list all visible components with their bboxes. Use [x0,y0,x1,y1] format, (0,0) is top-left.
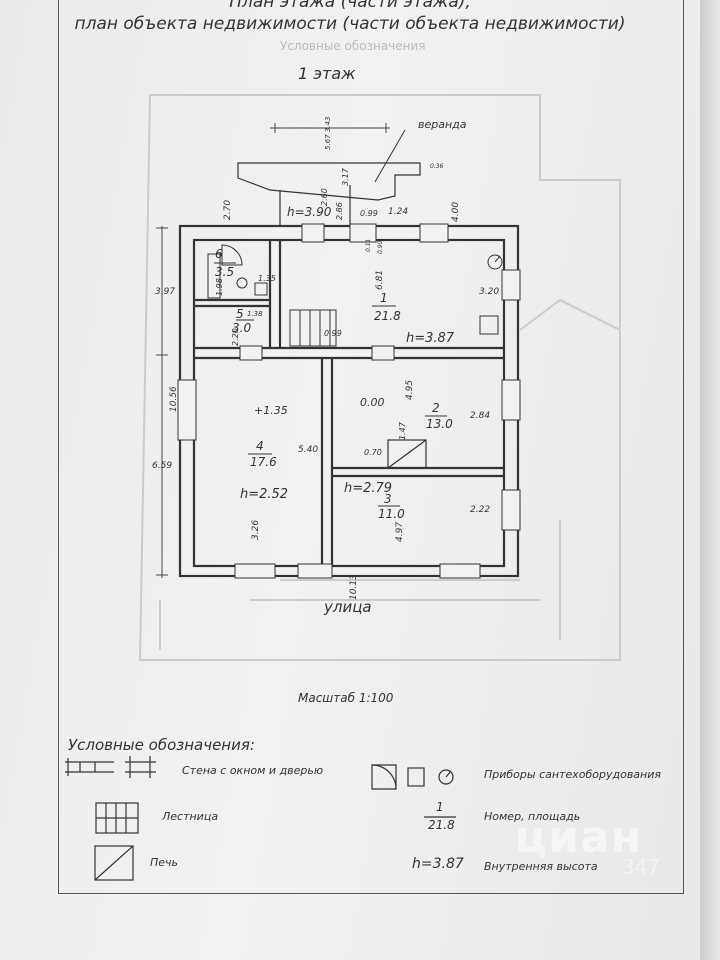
room-4-height: h=2.52 [240,487,288,502]
dim-1056: 10.56 [169,386,179,412]
legend-sample-number: 1 [436,800,444,814]
room-3-area: 11.0 [378,507,405,521]
room-3-number: 3 [384,492,392,506]
legend-title: Условные обозначения: [68,736,255,754]
scale-label: Масштаб 1:100 [298,691,394,705]
dim-124: 1.24 [388,207,408,217]
veranda-height: h=3.90 [287,205,332,219]
level-room2: 0.00 [360,396,385,409]
title-line-2: план объекта недвижимости (части объекта… [74,14,626,34]
dim-011: 0.11 [365,239,372,252]
dim-400: 4.00 [451,202,461,222]
dim-220: 2.20 [231,328,240,346]
dim-659: 6.59 [152,461,172,471]
legend-stairs: Лестница [162,810,219,823]
dim-1013: 10.13 [349,574,359,600]
dim-036: 0.36 [430,163,444,170]
watermark-code: 347 [621,855,660,879]
dim-270: 2.70 [223,200,233,220]
dim-138: 1.38 [247,310,263,318]
legend-sample-area: 21.8 [428,818,455,832]
floor-label: 1 этаж [298,64,356,83]
veranda [237,129,421,226]
paper-edge [700,0,720,960]
dim-397: 3.97 [155,287,175,297]
veranda-label: веранда [418,118,467,131]
dim-317: 3.17 [341,167,350,186]
legend-sample-height: h=3.87 [412,856,464,872]
dim-099a: 0.99 [360,209,378,218]
area-underlines [214,262,447,507]
ghost-text: Условные обозначения [280,39,426,53]
drawing-frame [58,0,684,894]
room-2-number: 2 [432,401,440,415]
room-6-area: 3.5 [215,265,234,279]
room-5-number: 5 [236,307,244,321]
legend-num-area: Номер, площадь [484,810,581,823]
dim-147: 1.47 [398,421,407,440]
dim-135: 1.35 [258,274,276,283]
legend-stove: Печь [150,856,179,869]
room-4-number: 4 [256,439,264,453]
watermark-brand: циан [514,812,642,863]
dim-320: 3.20 [479,287,499,297]
legend-inner-height: Внутренняя высота [484,860,598,873]
outer-dimensions [156,123,390,578]
openings [177,223,521,579]
dim-540: 5.40 [298,445,318,455]
dim-326: 3.26 [251,520,261,540]
ghost-plan [138,94,621,661]
paper-sheet [0,0,700,960]
dim-070: 0.70 [364,448,382,457]
room-1-area: 21.8 [374,309,401,323]
dim-top1: 5.67 3.43 [324,117,332,150]
legend-symbols [65,756,456,881]
dim-286: 2.86 [335,202,344,220]
dim-284: 2.84 [470,411,490,421]
room-2-area: 13.0 [426,417,453,431]
room-4-area: 17.6 [250,455,277,469]
fixtures [221,244,503,335]
street-label: улица [323,598,372,616]
dim-260: 2.60 [320,188,329,206]
title-line-1: План этажа (части этажа), [229,0,471,12]
room-1-number: 1 [380,291,388,305]
legend-wall: Стена с окном и дверью [182,764,324,777]
stove [387,439,427,469]
room-3-height: h=2.79 [344,481,392,496]
dim-222: 2.22 [470,505,490,515]
room-5-area: 3.0 [232,321,251,335]
dim-497: 4.97 [395,522,405,542]
legend-fixtures: Приборы сантехоборудования [484,768,661,781]
dim-495: 4.95 [405,380,415,400]
dimension-labels: 5.67 3.43 2.70 2.60 3.17 0.36 2.86 0.99 … [152,117,499,600]
room-1-height: h=3.87 [406,331,455,346]
dim-099b: 0.99 [324,329,342,338]
level-room4: +1.35 [254,404,288,417]
dim-198: 1.98 [215,278,224,296]
room-6-number: 6 [215,247,223,261]
stairs [207,253,337,347]
dim-681: 6.81 [375,270,385,290]
dim-090: 0.90 [377,240,384,254]
